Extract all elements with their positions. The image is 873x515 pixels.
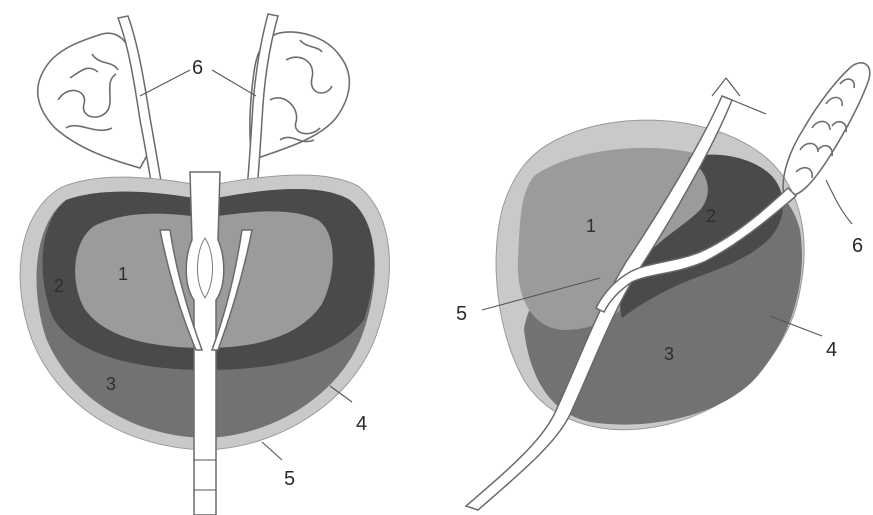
left-label-2: 2: [54, 276, 64, 296]
right-label-5: 5: [456, 303, 467, 325]
right-label-1: 1: [586, 216, 596, 236]
left-label-3: 3: [106, 374, 116, 394]
right-sagittal-view: 1 2 3 4 5 6: [456, 63, 870, 510]
left-label-4: 4: [356, 413, 367, 435]
left-label-1: 1: [118, 264, 128, 284]
left-leader-6a: [140, 70, 190, 96]
right-seminal-vesicle: [783, 63, 870, 197]
right-label-6: 6: [852, 235, 863, 257]
right-seminal-vesicle-outline: [783, 63, 870, 197]
right-leader-6: [826, 180, 852, 224]
left-label-5: 5: [284, 468, 295, 490]
left-leader-6b: [212, 70, 256, 96]
left-seminal-vesicles: [38, 32, 350, 168]
left-leader-5: [262, 442, 282, 460]
left-label-6: 6: [192, 57, 203, 79]
right-label-2: 2: [706, 206, 716, 226]
left-seminal-vesicle-right-folds: [270, 40, 332, 142]
right-label-3: 3: [664, 344, 674, 364]
right-label-4: 4: [826, 339, 837, 361]
left-seminal-vesicle-left-folds: [58, 54, 118, 130]
left-axial-view: 1 2 3 4 5 6: [20, 14, 389, 515]
